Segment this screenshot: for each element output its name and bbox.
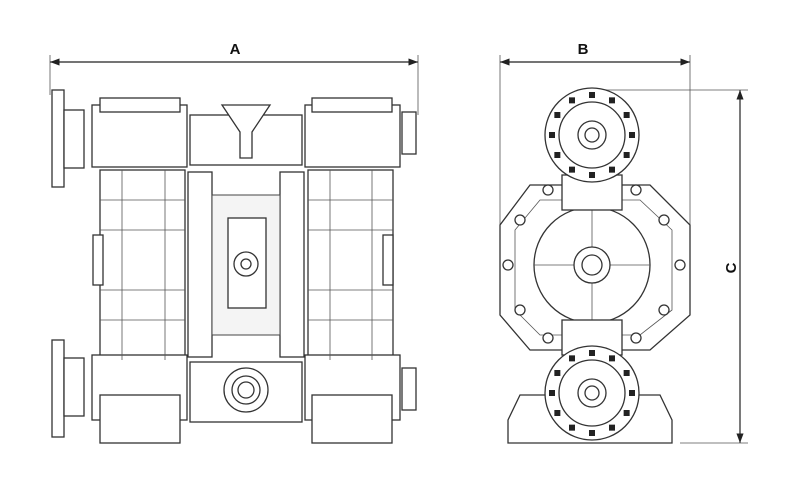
dimension-label-c: C [723,262,740,273]
flange-slot [554,410,561,416]
flange-slot [569,166,575,173]
flange-slot [554,370,561,376]
flange-slot [589,92,595,98]
flange-slot [589,172,595,178]
flange-slot [589,430,595,436]
flange-slot [569,355,575,362]
flange-slot [629,132,635,138]
flange-slot [609,97,615,104]
flange-slot [549,390,555,396]
flange-slot [554,112,561,118]
pump-front-view [51,89,417,444]
flange-slot [623,152,630,158]
flange-slot [569,97,575,104]
dimension-c: C [600,89,748,444]
flange-slot [609,355,615,362]
dimension-label-b: B [578,41,589,58]
flange-slot [554,152,561,158]
flange-slot [609,166,615,173]
dimension-b: B [499,41,691,230]
dimension-label-a: A [230,41,241,58]
flange-slot [589,350,595,356]
flange-slot [623,370,630,376]
flange-slot [549,132,555,138]
flange-slot [623,410,630,416]
dimension-a: A [49,41,419,115]
pump-side-view [499,87,691,444]
flange-slot [623,112,630,118]
flange-slot [629,390,635,396]
flange-slot [569,424,575,431]
flange-slot [609,424,615,431]
